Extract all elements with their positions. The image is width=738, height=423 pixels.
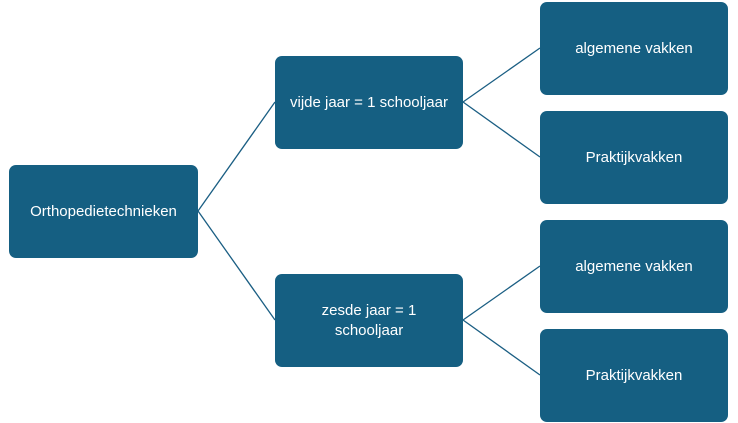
connector-root-to-branch-2: [197, 210, 276, 321]
connector-branch-2-to-child-2: [462, 319, 541, 376]
root-node-label: Orthopedietechnieken: [30, 202, 177, 220]
branch-node-2-label: zesde jaar = 1 schooljaar: [321, 301, 417, 339]
connector-branch-2-to-child-1: [462, 265, 541, 321]
leaf-node-2-1[interactable]: algemene vakken: [540, 220, 728, 313]
leaf-node-2-2[interactable]: Praktijkvakken: [540, 329, 728, 422]
leaf-node-2-1-label: algemene vakken: [575, 257, 693, 275]
leaf-node-1-1-label: algemene vakken: [575, 39, 693, 57]
branch-node-2[interactable]: zesde jaar = 1 schooljaar: [275, 274, 463, 367]
branch-node-1-label: vijde jaar = 1 schooljaar: [289, 93, 448, 111]
connector-root-to-branch-1: [197, 101, 276, 212]
leaf-node-1-1[interactable]: algemene vakken: [540, 2, 728, 95]
connector-branch-1-to-child-2: [462, 101, 541, 158]
branch-node-1[interactable]: vijde jaar = 1 schooljaar: [275, 56, 463, 149]
leaf-node-1-2[interactable]: Praktijkvakken: [540, 111, 728, 204]
leaf-node-1-2-label: Praktijkvakken: [585, 148, 683, 166]
root-node[interactable]: Orthopedietechnieken: [9, 165, 198, 258]
connector-branch-1-to-child-1: [462, 47, 541, 103]
leaf-node-2-2-label: Praktijkvakken: [585, 366, 683, 384]
